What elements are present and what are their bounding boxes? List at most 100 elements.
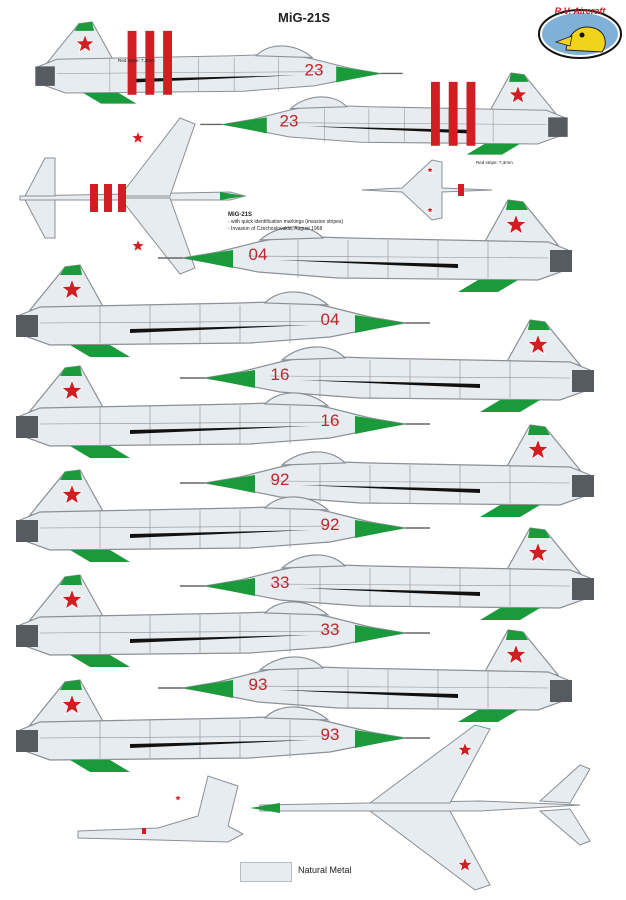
ventral-fin-green: [70, 760, 130, 772]
side-number: 23: [305, 60, 324, 79]
fin-tip-green: [60, 575, 82, 585]
silhouette-outline: [77, 775, 245, 843]
panel-line: [39, 320, 341, 324]
panel-line: [247, 685, 549, 689]
nose-cone-green: [205, 370, 255, 388]
ventral-fin-green: [458, 280, 518, 292]
panel-line: [269, 583, 571, 587]
wing-shadow: [130, 530, 310, 538]
panel-line: [39, 525, 341, 529]
nose-cone-green: [355, 416, 405, 434]
engine-exhaust: [16, 730, 38, 752]
natural-metal-swatch: [240, 862, 292, 882]
invasion-stripe: [431, 81, 440, 146]
wing-shadow: [136, 75, 297, 83]
scheme-caption: MiG-21S - with quick identification mark…: [228, 212, 343, 233]
invasion-stripe: [448, 81, 458, 146]
page-title: MiG-21S: [278, 10, 331, 25]
fin-tip-green: [506, 630, 528, 640]
tail-star-insignia: [504, 642, 528, 665]
engine-exhaust: [548, 117, 568, 137]
side-number: 04: [321, 310, 340, 329]
aircraft-side-profile: [16, 469, 430, 562]
aircraft-side-profile: [16, 365, 430, 458]
nose-cone-green: [183, 680, 233, 698]
side-number: 92: [271, 470, 290, 489]
wing-shadow: [130, 426, 310, 434]
invasion-stripe: [458, 184, 464, 196]
side-number: 16: [271, 365, 290, 384]
invasion-stripe: [142, 828, 146, 834]
fin-tip-green: [60, 265, 82, 275]
ventral-fin-green: [70, 345, 130, 357]
engine-exhaust: [550, 250, 572, 272]
tail-star-insignia: [526, 332, 550, 355]
stabilizer-underside-bottom: [538, 808, 591, 846]
canopy: [263, 392, 330, 407]
ventral-fin-green: [480, 400, 540, 412]
aircraft-side-profile: [16, 574, 430, 667]
tail-star-insignia: [60, 378, 84, 401]
ventral-fin-green: [466, 144, 520, 155]
caption-heading: MiG-21S: [228, 212, 253, 218]
ventral-fin-green: [70, 655, 130, 667]
fin-tip-green: [509, 73, 529, 82]
tail-star-insignia: [74, 33, 96, 53]
wing-underside-top: [368, 724, 491, 804]
logo-text: R.V. Aircraft: [555, 6, 607, 16]
wing-underside-bottom: [368, 810, 491, 891]
red-star-insignia: [425, 164, 435, 175]
wing-shadow: [300, 485, 480, 493]
invasion-stripe: [118, 184, 126, 212]
aircraft-side-profile: [35, 21, 403, 104]
side-number: 23: [280, 111, 299, 130]
aircraft-side-profile: [180, 424, 594, 517]
ventral-fin-green: [480, 505, 540, 517]
tail-star-insignia: [526, 540, 550, 563]
nose-cone-green: [205, 578, 255, 596]
wing-shadow: [130, 635, 310, 643]
panel-line: [280, 122, 547, 125]
nose-cone-green: [220, 192, 245, 200]
brand-logo: R.V. Aircraft: [538, 6, 622, 59]
engine-exhaust: [572, 370, 594, 392]
canopy: [255, 45, 314, 59]
fin-tip-green: [528, 425, 550, 435]
canopy: [280, 554, 347, 569]
canopy: [263, 496, 330, 511]
fin-tip-green: [60, 680, 82, 690]
side-number: 92: [321, 515, 340, 534]
wing-shadow: [300, 380, 480, 388]
side-number: 33: [271, 573, 290, 592]
aircraft-side-profile: [180, 527, 594, 620]
canopy: [258, 656, 325, 671]
nose-cone-green: [336, 66, 381, 83]
nose-cone-green: [355, 625, 405, 643]
panel-line: [247, 255, 549, 259]
caption-line-2: - Invasion of Czechoslovakia, August 196…: [228, 226, 323, 232]
aircraft-side-profile: [180, 319, 594, 412]
stabilizer-bottom: [24, 199, 56, 239]
red-star-insignia: [130, 129, 146, 145]
tail-star-insignia: [526, 437, 550, 460]
canopy: [280, 451, 347, 466]
side-number: 04: [249, 245, 268, 264]
ventral-fin-green: [70, 446, 130, 458]
engine-exhaust: [572, 475, 594, 497]
ventral-fin-green: [83, 93, 137, 104]
side-number: 93: [321, 725, 340, 744]
nose-cone-green: [355, 520, 405, 538]
nose-cone-green: [205, 475, 255, 493]
canopy: [289, 96, 348, 110]
engine-exhaust: [572, 578, 594, 600]
ventral-fin-green: [458, 710, 518, 722]
canopy: [263, 706, 330, 721]
canopy: [280, 346, 347, 361]
stabilizer-top: [24, 157, 56, 197]
stabilizer-underside-top: [538, 764, 591, 804]
wing-shadow: [278, 260, 458, 268]
invasion-stripe: [466, 81, 476, 146]
tail-star-insignia: [60, 482, 84, 505]
